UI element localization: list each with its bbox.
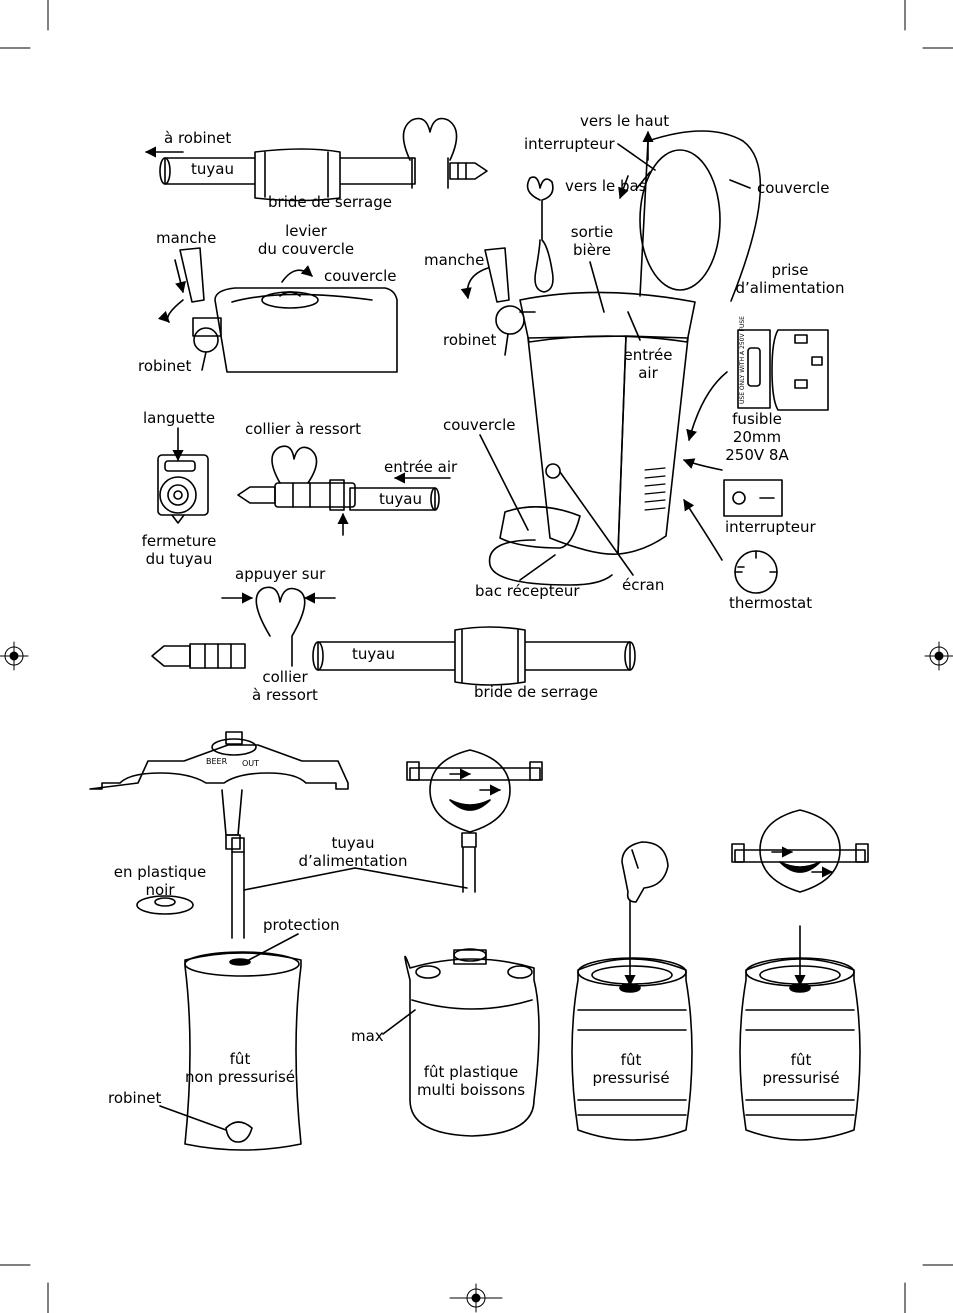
tube-closure-detail — [157, 427, 209, 524]
label-vers-bas: vers le bas — [565, 177, 647, 195]
spring-clip-hose-detail — [237, 445, 451, 536]
out-marking: OUT — [242, 759, 259, 768]
keg-non-pressurised — [159, 933, 302, 1151]
keg-pressurised-1 — [571, 899, 693, 1141]
label-tuyau-top: tuyau — [191, 160, 234, 178]
fuse-warning-text: USE ONLY WITH A 250V FUSE — [739, 316, 746, 404]
label-tuyau-low: tuyau — [352, 645, 395, 663]
label-bride-top: bride de serrage — [268, 193, 392, 211]
keg-pressurised-2 — [739, 925, 861, 1141]
keg-coupler-small — [621, 841, 669, 903]
lid-lever-detail — [157, 247, 398, 373]
registration-mark-right — [924, 641, 953, 671]
label-vers-haut: vers le haut — [580, 112, 670, 130]
beer-marking: BEER — [206, 757, 228, 766]
label-interrupteur-right: interrupteur — [725, 518, 816, 536]
beer-dispenser-main — [460, 130, 829, 594]
registration-mark-left — [0, 641, 29, 671]
label-interrupteur-top: interrupteur — [524, 135, 615, 153]
label-couvercle-main: couvercle — [443, 416, 516, 434]
feed-tube-1 — [136, 837, 468, 939]
keg-coupler-4 — [731, 809, 869, 893]
label-appuyer-sur: appuyer sur — [235, 565, 326, 583]
label-bride-low: bride de serrage — [474, 683, 598, 701]
top-tube-assembly — [144, 117, 488, 202]
keg-coupler-handle — [406, 749, 543, 893]
label-couvercle-right: couvercle — [757, 179, 830, 197]
label-manche-main: manche — [424, 251, 485, 269]
label-thermostat: thermostat — [729, 594, 813, 612]
label-protection: protection — [263, 916, 340, 934]
label-robinet-main: robinet — [443, 331, 497, 349]
label-robinet-left: robinet — [138, 357, 192, 375]
label-a-robinet: à robinet — [164, 129, 232, 147]
label-entree-air-left: entrée air — [384, 458, 458, 476]
label-collier-ressort: collier à ressort — [245, 420, 361, 438]
press-clip-hose-detail — [151, 586, 636, 686]
label-robinet-keg: robinet — [108, 1089, 162, 1107]
label-tuyau-mid: tuyau — [379, 490, 422, 508]
label-couvercle-left: couvercle — [324, 267, 397, 285]
registration-mark-bottom — [449, 1283, 503, 1313]
label-ecran: écran — [622, 576, 665, 594]
label-bac-recepteur: bac récepteur — [475, 582, 580, 600]
keg-plastic-multidrink — [382, 948, 540, 1137]
label-manche-left: manche — [156, 229, 217, 247]
label-languette: languette — [143, 409, 216, 427]
keg-coupler-spider — [89, 731, 349, 850]
label-max: max — [351, 1027, 384, 1045]
